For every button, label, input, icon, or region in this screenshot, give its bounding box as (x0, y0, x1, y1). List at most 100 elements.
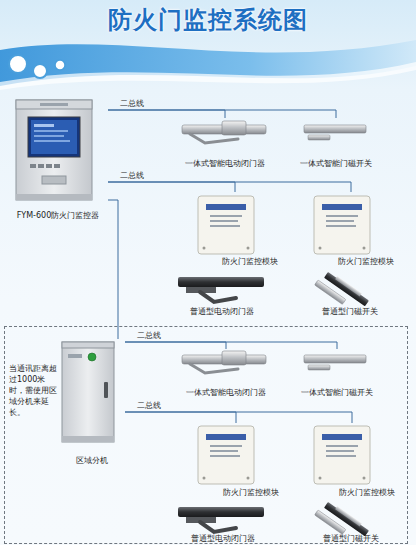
illustration-part (222, 121, 246, 135)
illustration-part (62, 436, 114, 442)
module-box (314, 196, 370, 254)
bus-line (125, 412, 352, 423)
device-label: 一体式智能电动闭门器 (186, 388, 266, 398)
bus-line (108, 110, 225, 118)
illustration-part (40, 103, 68, 106)
magnet-node: 一体式智能门磁开关 (293, 349, 381, 399)
controller-node: FYM-600防火门监控器 (8, 96, 108, 222)
illustration-part (363, 247, 366, 250)
illustration-part (203, 247, 206, 250)
bus-line (108, 200, 118, 339)
module-box (198, 196, 254, 254)
illustration-part (54, 164, 60, 168)
illustration-part (326, 215, 358, 217)
illustration-part (46, 164, 52, 168)
zone-extension-cabinet (62, 342, 114, 442)
device-label: 防火门监控模块 (338, 257, 394, 267)
bubble (55, 60, 65, 70)
illustration-part (62, 342, 114, 442)
illustration-part (30, 164, 36, 168)
device-label: 一体式智能门磁开关 (300, 159, 372, 169)
illustration-part (210, 225, 240, 227)
zone-extension-node: 区域分机 (59, 339, 125, 467)
closer-node: 普通型电动闭门器 (171, 503, 275, 545)
controller-cabinet (16, 100, 92, 200)
illustration-part (200, 292, 236, 302)
bus-line (108, 182, 235, 192)
bus-line (125, 342, 337, 349)
zone-region: 当通讯距离超过1000米时，需使用区域分机来延长。区域分机 一体式智能电动闭门器 一… (4, 326, 408, 544)
illustration-part (335, 276, 362, 296)
closer-node: 一体式智能电动闭门器 (173, 349, 279, 399)
illustration-part (308, 135, 330, 140)
illustration-part (315, 280, 346, 304)
illustration-part (34, 124, 54, 127)
integrated-magnet (304, 125, 366, 140)
bubble (9, 55, 27, 73)
magnet-node: 一体式智能门磁开关 (292, 118, 380, 170)
illustration-part (31, 120, 77, 154)
illustration-part (42, 176, 66, 184)
device-label: 一体式智能电动闭门器 (185, 159, 265, 169)
device-label: 区域分机 (76, 456, 108, 466)
illustration-part (247, 247, 250, 250)
device-label: 防火门监控模块 (339, 488, 395, 498)
illustration-part (28, 117, 80, 157)
illustration-part (16, 194, 92, 200)
illustration-part (16, 100, 92, 109)
bus-line (125, 342, 226, 349)
device-row (178, 351, 370, 536)
illustration-part (319, 247, 322, 250)
illustration-part (38, 164, 44, 168)
ordinary-closer (178, 277, 264, 302)
illustration-part (326, 220, 354, 222)
illustration-part (314, 196, 370, 254)
device-label: 普通型电动闭门器 (191, 534, 255, 544)
module-node: 防火门监控模块 (190, 192, 280, 268)
integrated-closer (182, 121, 266, 143)
closer-node: 普通型电动闭门器 (170, 272, 274, 318)
device-label: 普通型电动闭门器 (190, 307, 254, 317)
illustration-part (322, 204, 362, 210)
illustration-part (34, 135, 64, 137)
illustration-part (68, 354, 82, 358)
illustration-part (62, 342, 114, 348)
illustration-part (198, 196, 254, 254)
device-label: 一体式智能门磁开关 (301, 388, 373, 398)
module-node: 防火门监控模块 (306, 192, 396, 268)
magnet-node: 普通型门磁开关 (300, 272, 400, 318)
magnet-node: 普通型门磁开关 (301, 503, 401, 545)
illustration-part (190, 134, 238, 143)
bus-label: 二总线 (120, 99, 144, 109)
illustration-part (178, 277, 264, 287)
module-node: 防火门监控模块 (191, 423, 281, 499)
illustration-part (16, 100, 92, 200)
device-label: 防火门监控模块 (222, 257, 278, 267)
illustration-part (34, 140, 70, 142)
device-label: 防火门监控模块 (223, 488, 279, 498)
illustration-part (104, 382, 108, 398)
ordinary-magnet (315, 272, 369, 306)
bus-line (108, 110, 336, 118)
illustration-part (206, 204, 246, 210)
illustration-part (210, 215, 242, 217)
device-label: 普通型门磁开关 (323, 534, 379, 544)
illustration-part (210, 220, 238, 222)
bubble (33, 64, 47, 78)
module-node: 防火门监控模块 (307, 423, 397, 499)
note-text: 当通讯距离超过1000米时，需使用区域分机来延长。 (9, 363, 59, 418)
diagram-title: 防火门监控系统图 (0, 4, 416, 36)
bus-line (125, 412, 236, 423)
closer-node: 一体式智能电动闭门器 (172, 118, 278, 170)
illustration-part (34, 130, 68, 132)
illustration-part (326, 225, 356, 227)
illustration-part (304, 125, 366, 133)
device-label: FYM-600防火门监控器 (17, 211, 100, 221)
device-row (178, 121, 370, 306)
bus-label: 二总线 (137, 401, 161, 411)
device-label: 普通型门磁开关 (322, 307, 378, 317)
bus-line (108, 182, 351, 192)
